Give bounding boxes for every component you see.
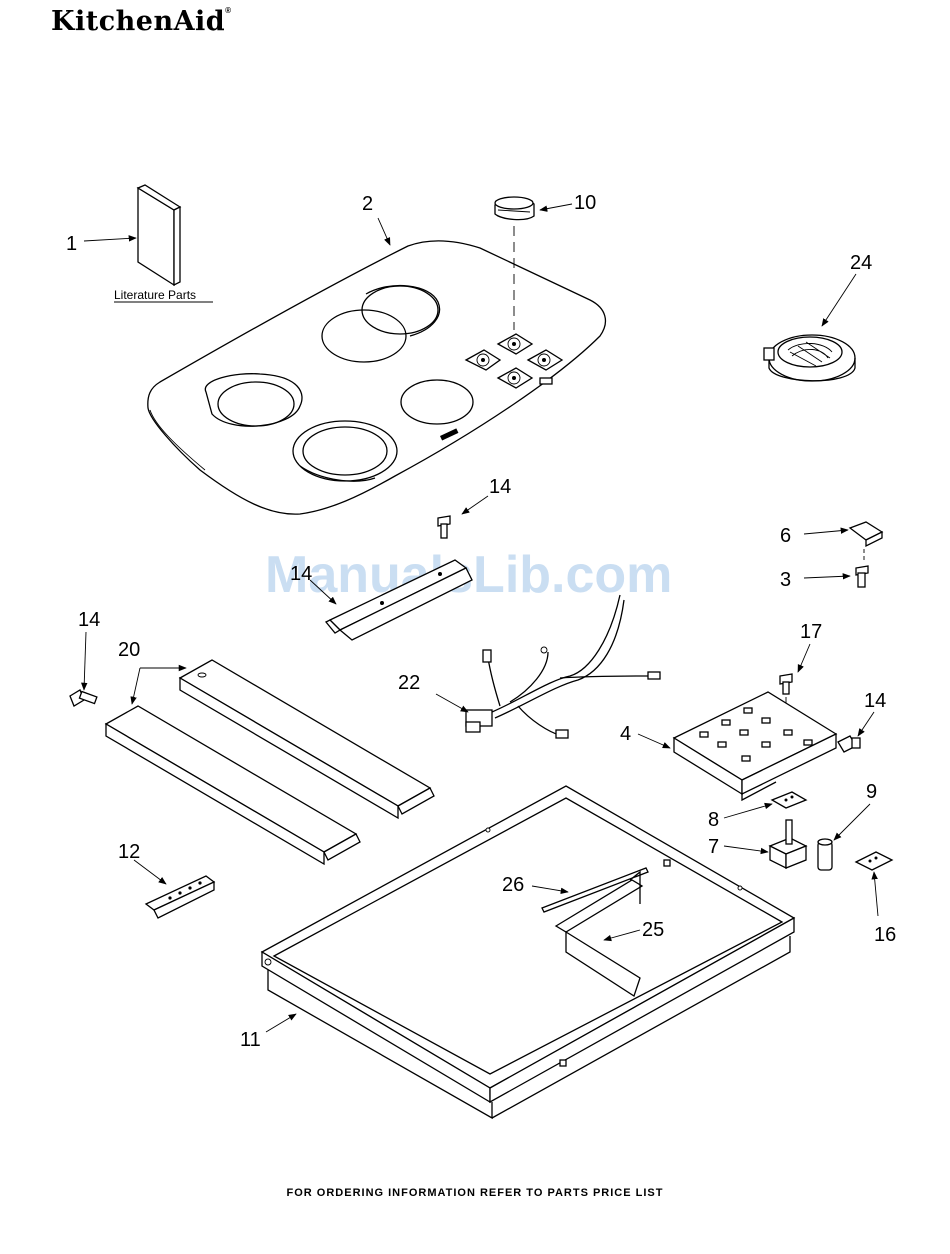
part-screw-right	[838, 736, 860, 752]
part-screw-top	[438, 516, 450, 538]
part-cooktop	[148, 241, 606, 514]
callout-11: 11	[240, 1029, 261, 1051]
part-mounting-plate	[674, 692, 836, 800]
callout-4: 4	[620, 723, 631, 745]
callout-12: 12	[118, 841, 140, 863]
callout-6: 6	[780, 525, 791, 547]
callout-8: 8	[708, 809, 719, 831]
part-wire-harness	[466, 595, 660, 738]
callout-16: 16	[874, 924, 896, 946]
callout-25: 25	[642, 919, 664, 941]
callout-26: 26	[502, 874, 524, 896]
part-fuse-9	[818, 839, 832, 870]
callout-20: 20	[118, 639, 140, 661]
part-literature: Literature Parts	[114, 185, 213, 302]
callout-10: 10	[574, 192, 596, 214]
callout-14-top: 14	[489, 476, 511, 498]
callout-1: 1	[66, 233, 77, 255]
callout-14-bracket: 14	[290, 563, 312, 585]
literature-parts-label: Literature Parts	[114, 288, 196, 302]
callout-3: 3	[780, 569, 791, 591]
part-plate-16	[856, 852, 892, 870]
part-screw-3	[856, 566, 868, 587]
callout-9: 9	[866, 781, 877, 803]
part-bracket-12	[146, 876, 214, 918]
callout-7: 7	[708, 836, 719, 858]
callout-14-right: 14	[864, 690, 886, 712]
callout-2: 2	[362, 193, 373, 215]
callout-14-left: 14	[78, 609, 100, 631]
callout-17: 17	[800, 621, 822, 643]
part-screw-left	[70, 690, 97, 706]
callout-24: 24	[850, 252, 872, 274]
part-clip-6	[850, 522, 882, 562]
footer-note: FOR ORDERING INFORMATION REFER TO PARTS …	[0, 1187, 950, 1199]
part-element	[764, 335, 855, 381]
callout-22: 22	[398, 672, 420, 694]
part-plate-8	[772, 792, 806, 808]
part-switch-7	[770, 820, 806, 868]
